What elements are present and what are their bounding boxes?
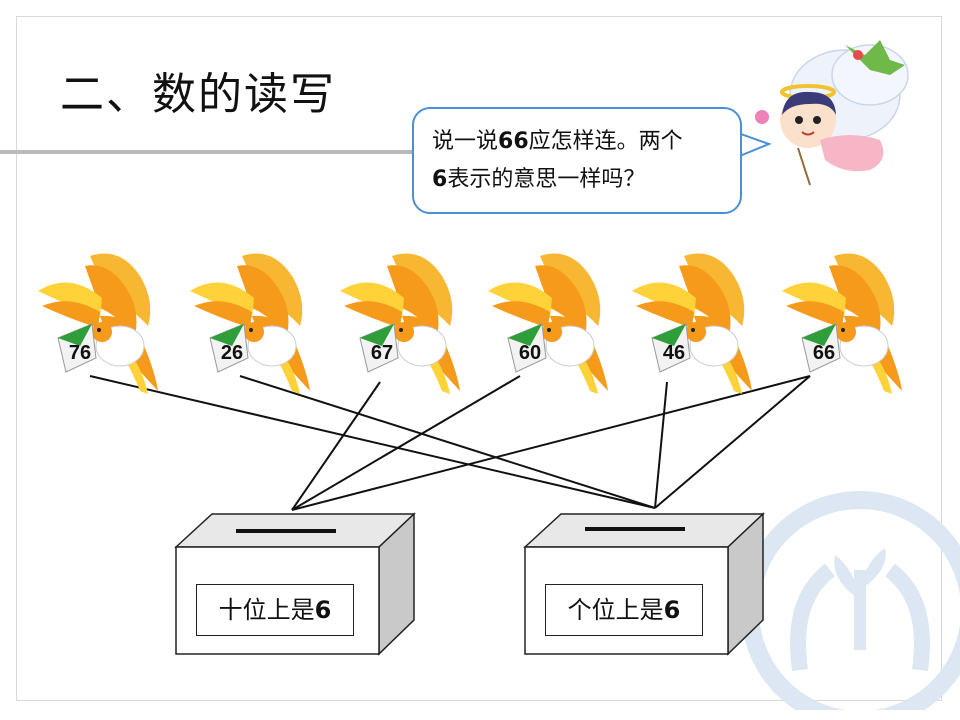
box-tens: 十位上是6 — [174, 512, 418, 658]
bird-card: 46 — [624, 246, 754, 396]
box-label-text: 个位上是 — [567, 596, 664, 624]
bird-number: 46 — [662, 342, 686, 364]
box-ones: 个位上是6 — [523, 512, 767, 658]
bird-card: 26 — [182, 246, 312, 396]
box-label-text: 十位上是 — [218, 596, 315, 624]
bubble-line-2: 6表示的意思一样吗？ — [432, 161, 724, 199]
speech-bubble: 说一说66应怎样连。两个 6表示的意思一样吗？ — [412, 107, 742, 214]
bubble-line-1: 说一说66应怎样连。两个 — [432, 123, 724, 161]
slide-frame — [16, 16, 942, 701]
box-label-number: 6 — [663, 596, 681, 624]
page-title: 二、数的读写 — [60, 69, 336, 120]
bird-icon — [782, 253, 902, 394]
box-label-number: 6 — [314, 596, 332, 624]
angel-character — [755, 40, 909, 186]
box-label: 个位上是6 — [545, 584, 703, 636]
bird-icon — [340, 253, 460, 394]
bird-card: 60 — [480, 246, 610, 396]
bubble-number: 6 — [432, 167, 448, 192]
bubble-number: 66 — [498, 129, 529, 154]
bird-icon — [488, 253, 608, 394]
bird-number: 26 — [220, 342, 244, 364]
bird-card: 67 — [332, 246, 462, 396]
bird-number: 76 — [68, 342, 92, 364]
title-divider — [0, 150, 420, 154]
bird-card: 66 — [774, 246, 904, 396]
bird-number: 66 — [812, 342, 836, 364]
bird-icon — [38, 253, 158, 394]
bubble-text: 说一说 — [432, 129, 499, 154]
bubble-text: 应怎样连。两个 — [528, 129, 683, 154]
bubble-text: 表示的意思一样吗？ — [447, 167, 646, 192]
bird-card: 76 — [30, 246, 160, 396]
bird-number: 60 — [518, 342, 542, 364]
bird-number: 67 — [370, 342, 394, 364]
box-label: 十位上是6 — [196, 584, 354, 636]
bird-icon — [632, 253, 752, 394]
bird-icon — [190, 253, 310, 394]
